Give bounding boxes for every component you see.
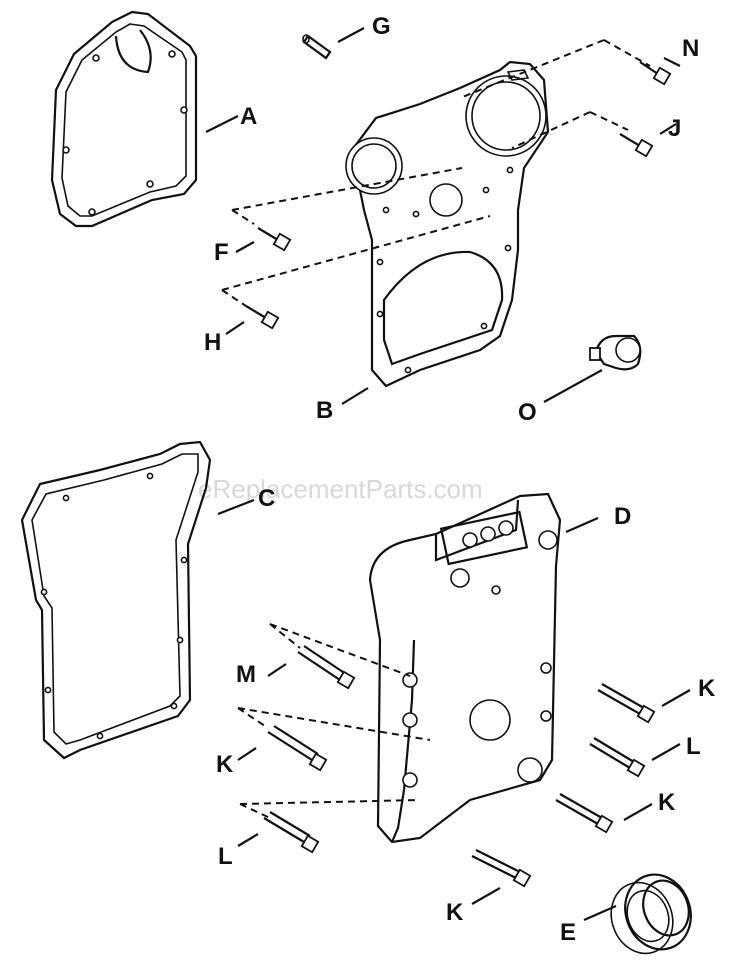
part-g-dowel-pin [302, 34, 332, 60]
part-l-bolt-left [263, 811, 320, 854]
part-e-seal [610, 873, 692, 955]
leader-k-bottom [471, 887, 501, 905]
part-k-bolt-right-upper [597, 683, 656, 724]
label-k-right-upper: K [698, 675, 716, 702]
label-j: J [668, 115, 681, 142]
part-k-bolt-right-lower [555, 793, 614, 834]
leader-k-right-lower [623, 803, 653, 821]
leader-n [663, 57, 681, 67]
label-n: N [682, 35, 699, 62]
leader-k-left [237, 747, 257, 761]
leader-d [565, 516, 599, 534]
part-j-bolt [619, 133, 654, 158]
part-f-bolt [257, 227, 292, 252]
leader-o [543, 369, 603, 403]
dashed-guide-lines-upper [221, 39, 651, 307]
leader-m [267, 663, 287, 677]
label-g: G [372, 13, 391, 40]
label-k-right-lower: K [658, 789, 676, 816]
label-k-left: K [216, 751, 234, 778]
label-d: D [614, 503, 631, 530]
part-c-gasket [20, 440, 212, 760]
part-h-bolt [245, 305, 280, 330]
leader-h [225, 321, 245, 335]
dashed-guide-lines-lower [237, 623, 431, 819]
part-a-gasket [50, 10, 198, 228]
leader-e [583, 904, 617, 922]
watermark: eReplacementParts.com [198, 474, 483, 504]
leader-a [205, 115, 239, 133]
part-n-bolt [639, 61, 672, 86]
part-m-bolt [297, 645, 356, 690]
label-f: F [214, 239, 229, 266]
leader-l-left [237, 833, 259, 847]
leader-k-right-upper [661, 689, 691, 707]
label-m: M [236, 661, 256, 688]
part-b-front-plate [345, 60, 550, 388]
label-h: H [204, 329, 221, 356]
part-o-elbow-fitting [589, 334, 642, 371]
part-k-bolt-left [267, 725, 328, 772]
label-c: C [258, 485, 275, 512]
label-l-left: L [218, 843, 233, 870]
label-e: E [560, 919, 576, 946]
part-l-bolt-right [589, 737, 646, 778]
leader-j [659, 123, 677, 135]
leader-b [341, 387, 369, 405]
part-d-gear-cover [368, 492, 562, 844]
label-l-right: L [686, 733, 701, 760]
leader-g [337, 27, 365, 43]
label-o: O [518, 399, 537, 426]
leader-f [235, 241, 255, 253]
leader-c [217, 498, 255, 516]
part-k-bolt-bottom [471, 849, 532, 888]
label-a: A [240, 103, 257, 130]
label-k-bottom: K [446, 899, 464, 926]
leader-l-right [651, 743, 681, 761]
label-b: B [316, 397, 333, 424]
